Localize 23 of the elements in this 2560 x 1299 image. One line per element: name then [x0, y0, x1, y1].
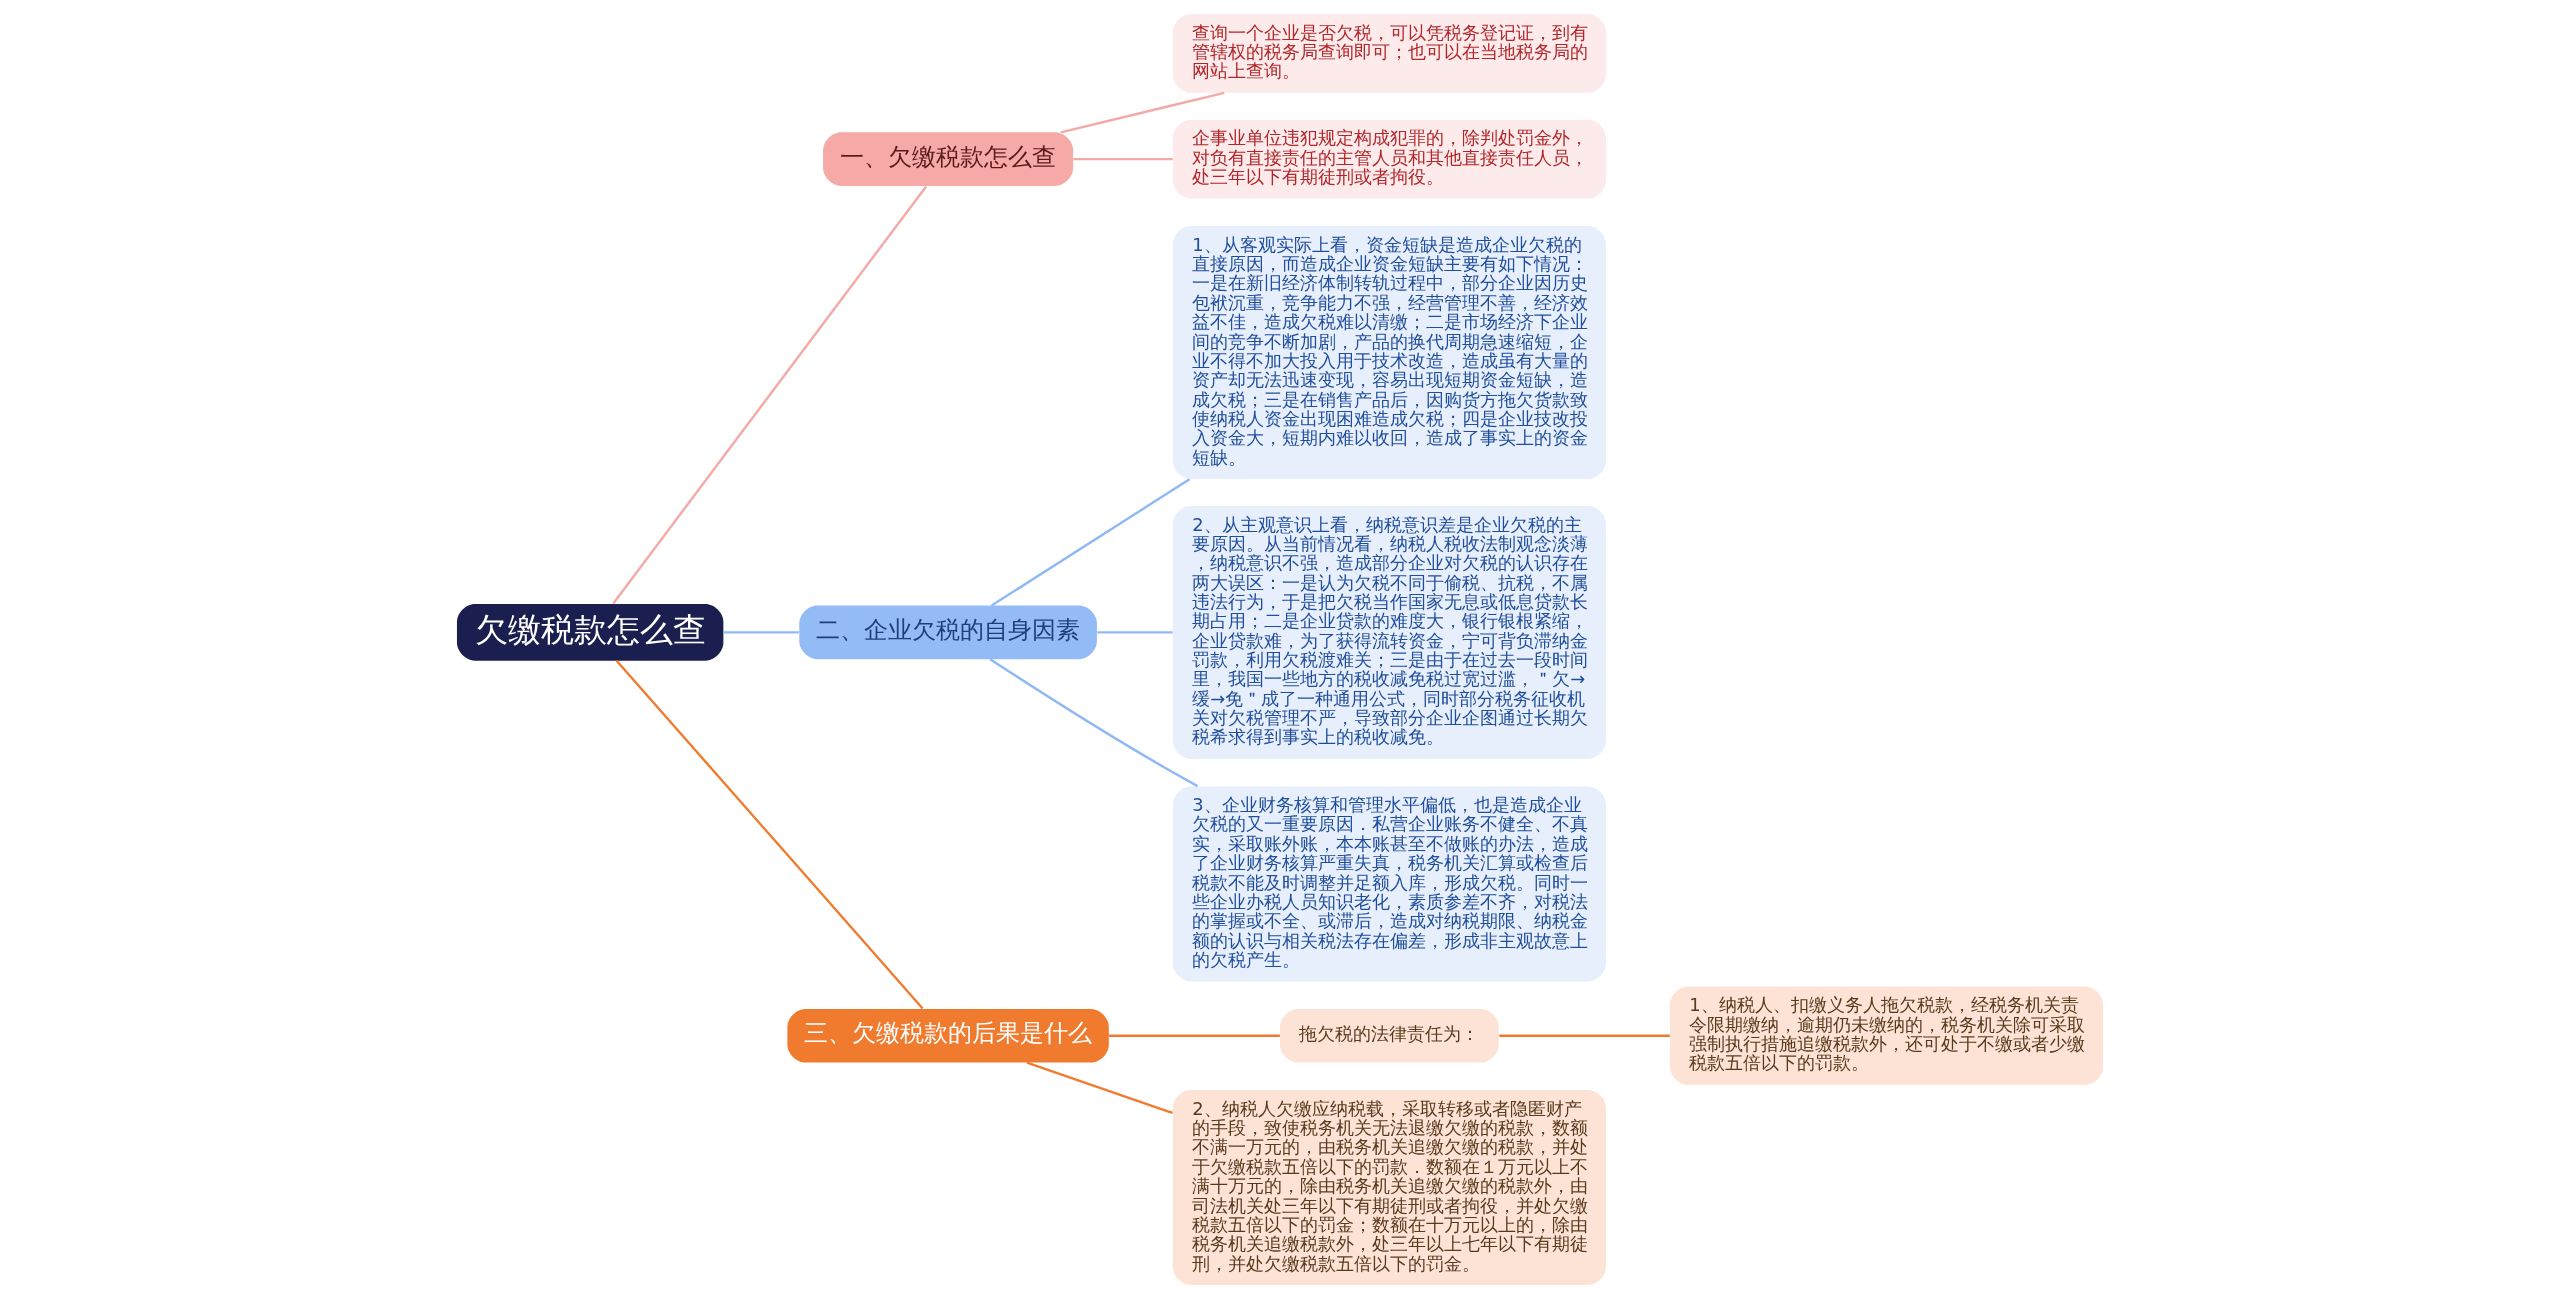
connector: [1097, 631, 1173, 634]
connector: [1499, 1034, 1670, 1037]
node-box: 3、企业财务核算和管理水平偏低，也是造成企业欠税的又一重要原因．私营企业账务不健全、不真实，采取账外账，本本账甚至不做账的办法，造成了企业财务核算严重失真，税务机关汇算或检查后税款不能及时调整并足额入库，形成欠税。同时一些企业办税人员知识老化，素质参差不齐，对税法的掌握或不全、或滞后，造成对纳税期限、纳税金额的认识与相关税法存在偏差，形成非主观故意上的欠税产生。: [1172, 786, 1606, 982]
node-box: 欠缴税款怎么查: [456, 604, 724, 661]
node-box: 拖欠税的法律责任为：: [1280, 1008, 1499, 1063]
connector: [615, 659, 924, 1010]
connector: [723, 631, 799, 634]
connector: [1060, 91, 1225, 134]
node-box: 2、从主观意识上看，纳税意识差是企业欠税的主要原因。从当前情况看，纳税人税收法制观念淡薄，纳税意识不强，造成部分企业对欠税的认识存在两大误区：一是认为欠税不同于偷税、抗税，不属违法行为，于是把欠税当作国家无息或低息贷款长期占用；二是企业贷款的难度大，银行银根紧缩，企业贷款难，为了获得流转资金，宁可背负滞纳金罚款，利用欠税渡难关；三是由于在过去一段时间里，我国一些地方的税收减免税过宽过滥，＂欠→缓→免＂成了一种通用公式，同时部分税务征收机关对欠税管理不严，导致部分企业企图通过长期欠税希求得到事实上的税收减免。: [1172, 505, 1606, 759]
node-box: 2、纳税人欠缴应纳税载，采取转移或者隐匿财产的手段，致使税务机关无法退缴欠缴的税款，数额不满一万元的，由税务机关追缴欠缴的税款，并处于欠缴税款五倍以下的罚款．数额在１万元以上不满十万元的，除由税务机关追缴欠缴的税款外，由司法机关处三年以下有期徒刑或者拘役，并处欠缴税款五倍以下的罚金；数额在十万元以上的，除由税务机关追缴税款外，处三年以上七年以下有期徒刑，并处欠缴税款五倍以下的罚金。: [1172, 1090, 1606, 1285]
node-box: 企事业单位违犯规定构成犯罪的，除判处罚金外，对负有直接责任的主管人员和其他直接责任人员，处三年以下有期徒刑或者拘役。: [1172, 119, 1606, 199]
connector: [989, 658, 1199, 788]
connector: [1026, 1061, 1173, 1115]
connector: [991, 478, 1191, 607]
connector: [1073, 157, 1173, 161]
node-box: 一、欠缴税款怎么查: [823, 132, 1074, 186]
node-box: 二、企业欠税的自身因素: [799, 605, 1097, 660]
connector: [1109, 1034, 1280, 1037]
node-box: 1、从客观实际上看，资金短缺是造成企业欠税的直接原因，而造成企业资金短缺主要有如下情况：一是在新旧经济体制转轨过程中，部分企业因历史包袱沉重，竞争能力不强，经营管理不善，经济效益不佳，造成欠税难以清缴；二是市场经济下企业间的竞争不断加剧，产品的换代周期急速缩短，企业不得不加大投入用于技术改造，造成虽有大量的资产却无法迅速变现，容易出现短期资金短缺，造成欠税；三是在销售产品后，因购货方拖欠货款致使纳税人资金出现困难造成欠税；四是企业技改投入资金大，短期内难以收回，造成了事实上的资金短缺。: [1172, 226, 1606, 480]
connector: [612, 185, 928, 605]
node-box: 查询一个企业是否欠税，可以凭税务登记证，到有管辖权的税务局查询即可；也可以在当地税务局的网站上查询。: [1172, 14, 1606, 93]
node-box: 三、欠缴税款的后果是什么: [787, 1008, 1109, 1063]
node-box: 1、纳税人、扣缴义务人拖欠税款，经税务机关责令限期缴纳，逾期仍未缴纳的，税务机关除可采取强制执行措施追缴税款外，还可处于不缴或者少缴税款五倍以下的罚款。: [1669, 986, 2104, 1085]
